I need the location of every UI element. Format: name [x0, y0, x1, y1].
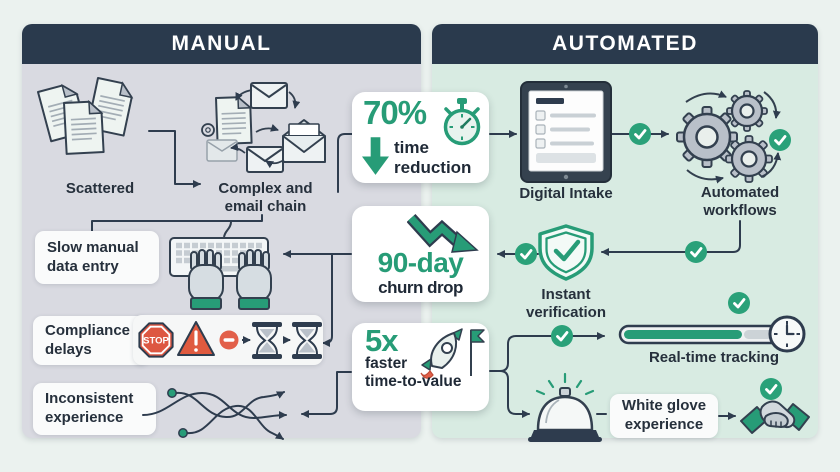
scattered-label: Scattered	[65, 180, 135, 197]
white-glove-box: White glove experience	[610, 394, 718, 438]
metric-value-90day: 90-day	[377, 247, 464, 278]
metric-label-churn: churn drop	[378, 278, 463, 297]
automated-panel: AUTOMATED	[432, 24, 818, 438]
metric-value-5x: 5x	[365, 323, 398, 358]
rocket-flag-icon	[420, 328, 485, 379]
compliance-delays-box: Compliance delays	[33, 316, 149, 365]
slow-manual-data-entry-box: Slow manual data entry	[35, 231, 159, 284]
metric-value-70: 70%	[363, 94, 427, 131]
stopwatch-icon	[443, 98, 481, 146]
white-glove-label: White glove experience	[621, 397, 707, 433]
instant-verification-label: Instant verification	[525, 286, 607, 322]
digital-intake-label: Digital Intake	[519, 185, 613, 202]
manual-header: MANUAL	[22, 24, 421, 64]
automated-header: AUTOMATED	[432, 24, 818, 64]
slow-manual-label: Slow manual data entry	[47, 238, 139, 275]
metric-card-churn: 90-day churn drop	[352, 206, 489, 302]
inconsistent-label: Inconsistent experience	[45, 390, 134, 426]
compliance-icons-box	[133, 315, 323, 365]
downtrend-arrow-icon	[407, 213, 479, 253]
compliance-label: Compliance delays	[45, 321, 131, 358]
real-time-tracking-label: Real-time tracking	[648, 349, 780, 366]
metric-label-time: time reduction	[394, 138, 472, 178]
metric-card-time-reduction: 70% time reduction	[352, 92, 489, 183]
metric-label-speed: faster time-to-value	[365, 355, 462, 391]
inconsistent-experience-box: Inconsistent experience	[33, 383, 156, 435]
automated-workflows-label: Automated workflows	[700, 184, 780, 220]
metric-card-speed: 5x faster time-to-value	[352, 323, 489, 411]
complex-email-label: Complex and email chain	[218, 180, 313, 216]
down-arrow-icon	[362, 137, 389, 175]
